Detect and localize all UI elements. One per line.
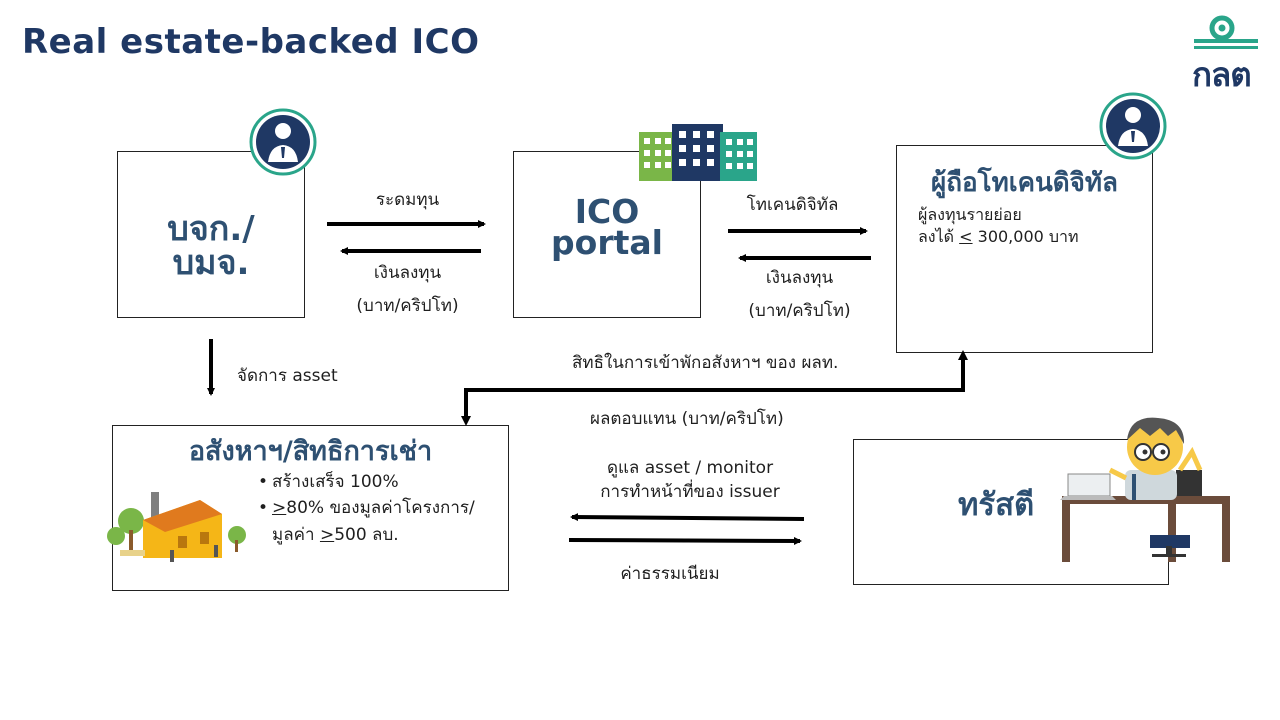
holder-sub2-sym: < bbox=[959, 227, 973, 246]
portal-line1: ICO bbox=[574, 192, 640, 231]
label-token: โทเคนดิจิทัล bbox=[746, 195, 839, 215]
asset-title: อสังหาฯ/สิทธิการเช่า bbox=[188, 436, 433, 467]
arrow-rights-returns bbox=[464, 357, 965, 419]
sec-logo: กลต bbox=[1190, 14, 1260, 94]
logo-text: กลต bbox=[1192, 55, 1252, 94]
person-icon bbox=[1099, 92, 1167, 160]
person-icon bbox=[249, 108, 317, 176]
label-invest-2: เงินลงทุน bbox=[765, 268, 834, 288]
asset-bullets: สร้างเสร็จ 100% >80% ของมูลค่าโครงการ/ bbox=[258, 469, 475, 521]
portal-line2: portal bbox=[551, 223, 663, 263]
holder-box bbox=[896, 145, 1153, 353]
asset-bullet-3-sym: > bbox=[319, 525, 335, 545]
asset-bullet-2-text: 80% ของมูลค่าโครงการ/ bbox=[286, 498, 475, 518]
building-icon bbox=[639, 124, 757, 181]
trustee-box bbox=[853, 439, 1169, 585]
label-invest-1: เงินลงทุน bbox=[373, 263, 442, 283]
asset-bullet-3-prefix: มูลค่า bbox=[272, 525, 320, 545]
worker-desk-icon bbox=[1060, 417, 1230, 562]
label-monitor-1: ดูแล asset / monitor bbox=[606, 458, 774, 478]
label-rights: สิทธิในการเข้าพักอสังหาฯ ของ ผลท. bbox=[572, 353, 839, 373]
company-label: บจก./ บมจ. bbox=[117, 212, 305, 280]
company-box bbox=[117, 151, 305, 318]
label-baht-2: (บาท/คริปโท) bbox=[748, 301, 851, 321]
asset-bullet-1: สร้างเสร็จ 100% bbox=[258, 469, 475, 495]
holder-sub2-prefix: ลงได้ bbox=[918, 227, 960, 246]
factory-icon bbox=[107, 492, 246, 562]
holder-sub1: ผู้ลงทุนรายย่อย bbox=[918, 205, 1022, 224]
logo-mark-icon bbox=[1194, 15, 1258, 49]
portal-label: ICO portal bbox=[513, 192, 701, 263]
arrow-monitor bbox=[570, 513, 805, 522]
arrowhead-up bbox=[958, 350, 968, 360]
label-raise: ระดมทุน bbox=[375, 190, 440, 210]
company-line1: บจก./ bbox=[167, 209, 255, 249]
portal-box bbox=[513, 151, 701, 318]
trustee-title: ทรัสตี bbox=[958, 487, 1035, 523]
holder-title: ผู้ถือโทเคนดิจิทัล bbox=[931, 168, 1118, 198]
label-baht-1: (บาท/คริปโท) bbox=[356, 296, 459, 316]
page-title: Real estate-backed ICO bbox=[22, 22, 480, 62]
asset-bullet-3-text: 500 ลบ. bbox=[334, 525, 399, 545]
label-manage: จัดการ asset bbox=[237, 366, 338, 386]
company-line2: บมจ. bbox=[172, 243, 250, 283]
holder-sub2-rest: 300,000 บาท bbox=[972, 227, 1079, 246]
asset-bullet-1-text: สร้างเสร็จ 100% bbox=[272, 472, 399, 492]
arrowhead-down bbox=[461, 416, 471, 426]
asset-bullet-2: >80% ของมูลค่าโครงการ/ bbox=[258, 495, 475, 521]
label-monitor-2: การทำหน้าที่ของ issuer bbox=[600, 482, 780, 502]
asset-bullet-3: มูลค่า >500 ลบ. bbox=[272, 521, 399, 548]
holder-sub2: ลงได้ < 300,000 บาท bbox=[918, 225, 1079, 250]
label-returns: ผลตอบแทน (บาท/คริปโท) bbox=[590, 409, 784, 429]
asset-bullet-2-sym: > bbox=[272, 498, 287, 518]
label-fee: ค่าธรรมเนียม bbox=[620, 564, 720, 584]
arrow-fee bbox=[568, 536, 802, 545]
